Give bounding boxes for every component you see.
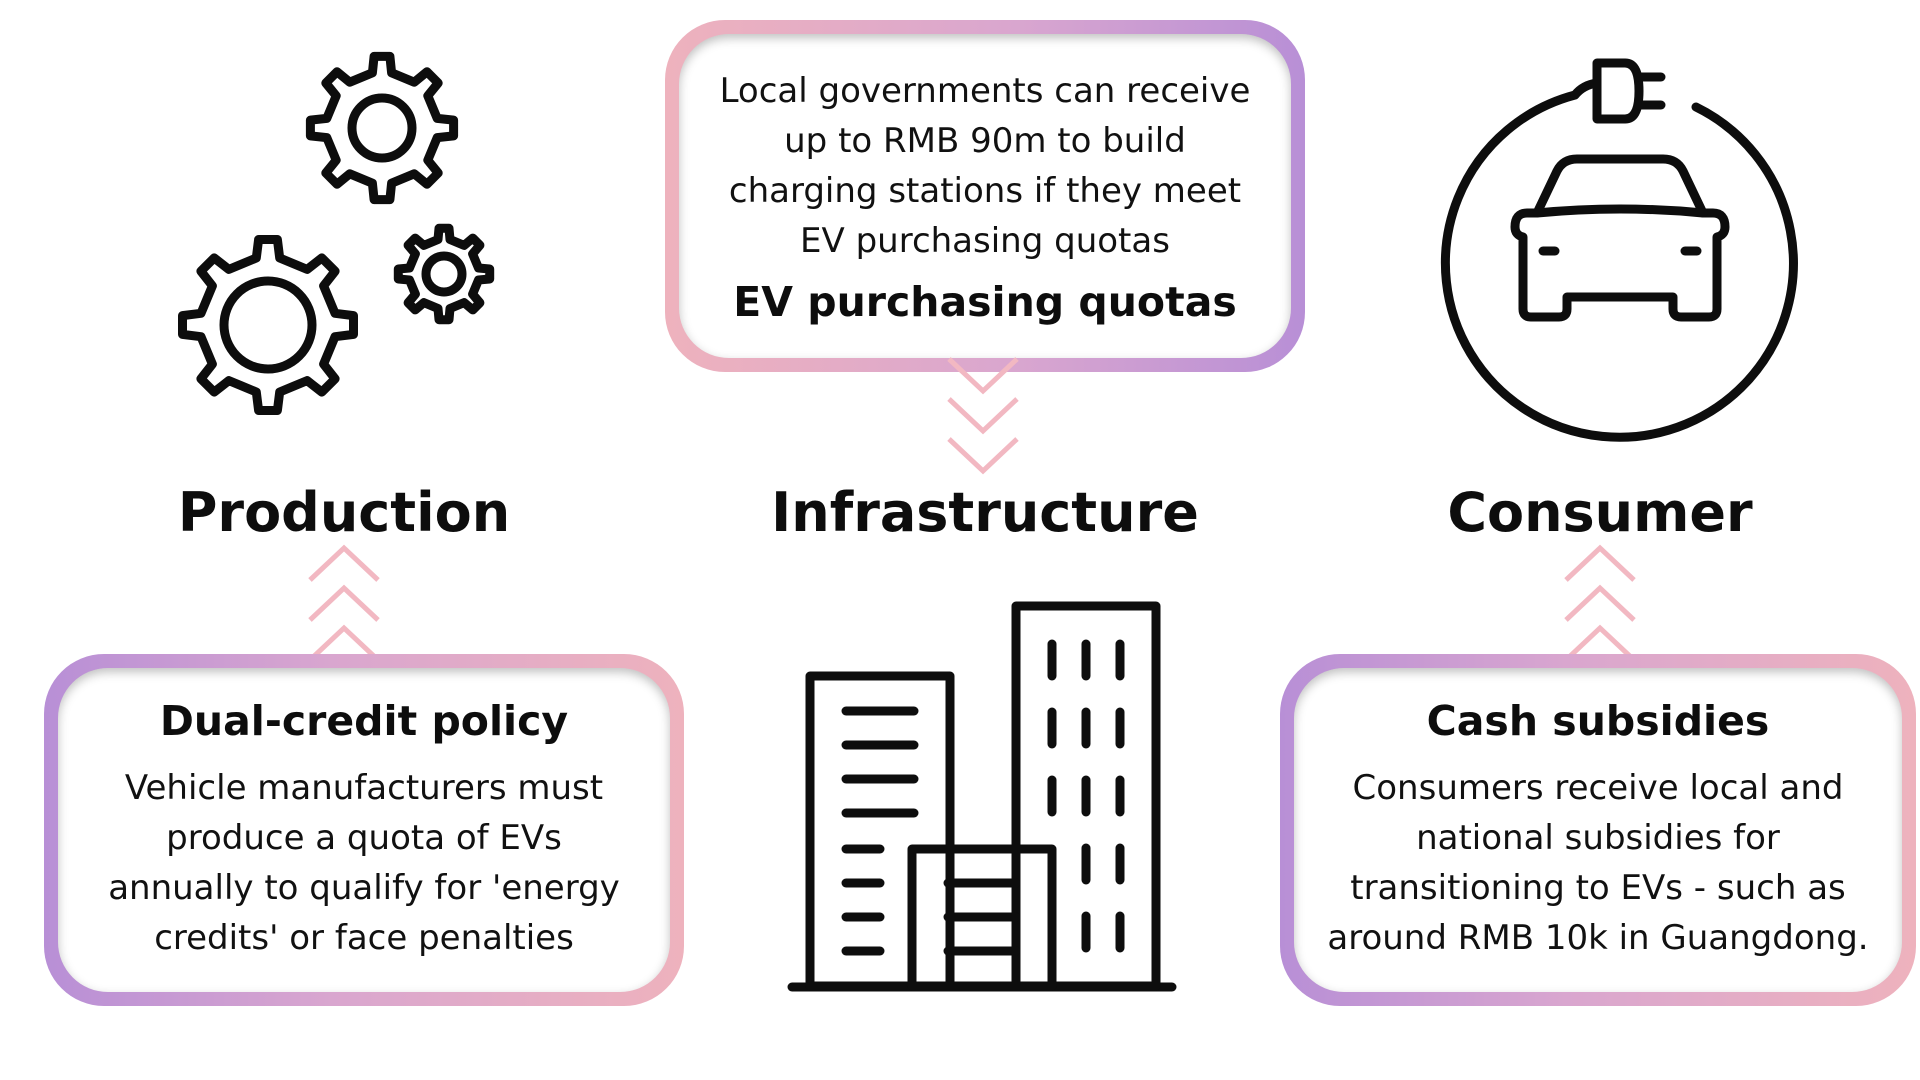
cash-subsidies-description: Consumers receive local and national sub…: [1327, 763, 1868, 963]
dual-credit-box: Dual-credit policy Vehicle manufacturers…: [44, 654, 684, 1006]
ev-quotas-line-2: up to RMB 90m to build: [784, 121, 1186, 161]
ev-quotas-line-1: Local governments can receive: [719, 71, 1251, 111]
buildings-icon: [787, 601, 1178, 994]
up-chevrons-icon: [306, 544, 382, 664]
cash-subsidies-line-3: transitioning to EVs - such as: [1350, 868, 1846, 908]
electric-car-plug-icon: [1425, 45, 1798, 442]
cash-subsidies-line-4: around RMB 10k in Guangdong.: [1327, 918, 1869, 958]
cash-subsidies-box: Cash subsidies Consumers receive local a…: [1280, 654, 1916, 1006]
dual-credit-description: Vehicle manufacturers must produce a quo…: [108, 763, 620, 963]
ev-quotas-line-4: EV purchasing quotas: [800, 221, 1170, 261]
cash-subsidies-line-2: national subsidies for: [1416, 818, 1780, 858]
consumer-title: Consumer: [1447, 481, 1753, 544]
gears-icon: [150, 30, 520, 440]
cash-subsidies-title: Cash subsidies: [1426, 697, 1770, 745]
ev-quotas-line-3: charging stations if they meet: [728, 171, 1242, 211]
infrastructure-title: Infrastructure: [771, 481, 1199, 544]
ev-quotas-description: Local governments can receive up to RMB …: [720, 66, 1251, 266]
production-title: Production: [177, 481, 511, 544]
cash-subsidies-line-1: Consumers receive local and: [1352, 768, 1844, 808]
up-chevrons-icon: [1562, 544, 1638, 664]
dual-credit-line-4: credits' or face penalties: [154, 918, 574, 958]
dual-credit-line-3: annually to qualify for 'energy: [108, 868, 620, 908]
ev-quotas-box: Local governments can receive up to RMB …: [665, 20, 1305, 372]
dual-credit-line-2: produce a quota of EVs: [166, 818, 562, 858]
dual-credit-title: Dual-credit policy: [159, 697, 569, 745]
dual-credit-line-1: Vehicle manufacturers must: [124, 768, 604, 808]
ev-quotas-title: EV purchasing quotas: [733, 278, 1237, 326]
down-chevrons-icon: [945, 355, 1021, 475]
